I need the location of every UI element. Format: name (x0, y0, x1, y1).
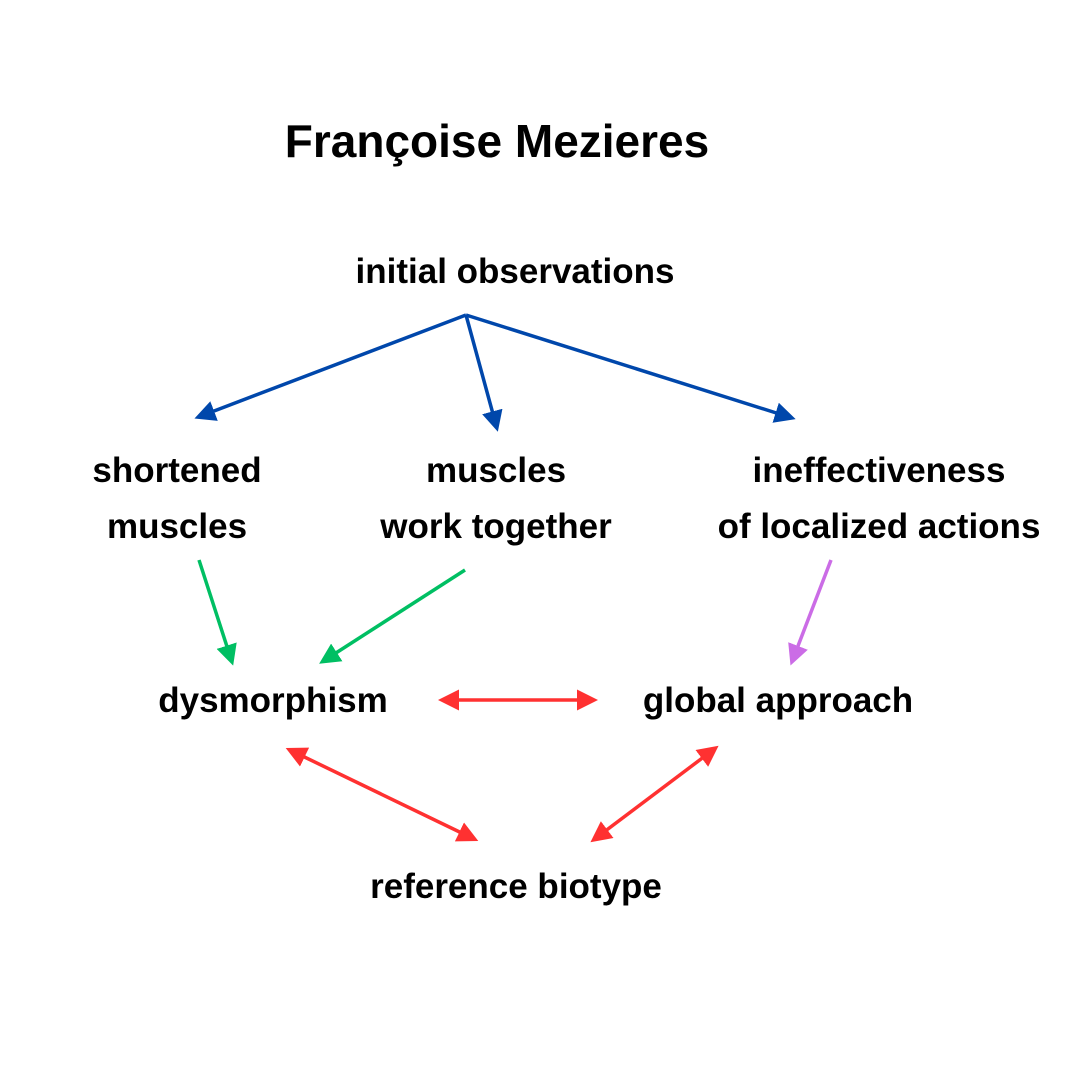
node-global-approach: global approach (643, 681, 913, 720)
node-ineffectiveness-line1: ineffectiveness (753, 451, 1006, 490)
node-initial-observations: initial observations (356, 252, 675, 291)
arrow-dysmorphism-biotype (285, 747, 479, 842)
arrow-together-to-dysmorphism (319, 568, 466, 664)
arrow-initial-to-ineffective (465, 313, 796, 423)
arrow-initial-to-shortened (194, 313, 467, 421)
node-ineffectiveness-line2: of localized actions (718, 507, 1041, 546)
arrow-shortened-to-dysmorphism (197, 559, 237, 666)
arrow-global-biotype (590, 745, 719, 843)
arrow-initial-to-together (464, 314, 503, 432)
arrow-ineffective-to-global (788, 559, 833, 666)
node-shortened-muscles-line2: muscles (107, 507, 247, 546)
node-dysmorphism: dysmorphism (158, 681, 388, 720)
diagram-title: Françoise Mezieres (285, 115, 709, 167)
node-muscles-work-together-line2: work together (379, 507, 612, 546)
node-muscles-work-together-line1: muscles (426, 451, 566, 490)
node-reference-biotype: reference biotype (370, 867, 662, 906)
node-shortened-muscles-line1: shortened (92, 451, 261, 490)
